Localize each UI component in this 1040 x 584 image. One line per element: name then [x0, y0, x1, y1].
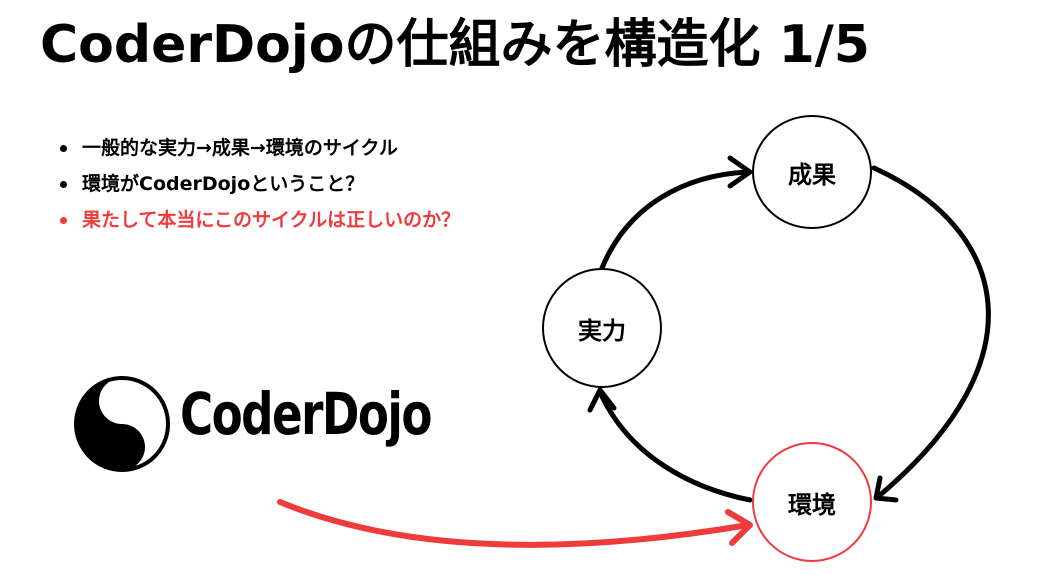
arrow-result-to-environment — [871, 165, 991, 498]
cycle-node-environment: 環境 — [752, 442, 872, 562]
cycle-node-result: 成果 — [752, 115, 872, 229]
arrow-ability-to-result — [599, 169, 751, 271]
arrowhead-icon — [873, 475, 899, 503]
bullet-item-environment-question: 環境がCoderDojoということ？ — [58, 166, 528, 202]
cycle-node-label: 成果 — [788, 160, 836, 189]
arrowhead-icon — [587, 387, 617, 413]
logo-wordmark: CoderDojo — [180, 380, 432, 448]
bullet-text: 環境がCoderDojoということ？ — [82, 173, 365, 195]
bullet-dot-icon — [60, 145, 67, 152]
cycle-node-label: 実力 — [578, 316, 626, 345]
cycle-node-ability: 実力 — [542, 268, 662, 388]
bullet-dot-icon — [60, 217, 67, 224]
cycle-node-label: 環境 — [788, 490, 836, 519]
arrowhead-icon — [727, 155, 753, 189]
arrowhead-icon — [725, 509, 753, 546]
bullet-dot-icon — [60, 181, 67, 188]
arrow-environment-to-ability — [597, 389, 753, 503]
bullet-list: 一般的な実力→成果→環境のサイクル 環境がCoderDojoということ？ 果たし… — [58, 130, 528, 238]
bullet-item-general-cycle: 一般的な実力→成果→環境のサイクル — [58, 130, 528, 166]
arrow-logo-to-environment — [277, 499, 751, 548]
coderdojo-logo: CoderDojo — [72, 374, 452, 474]
slide-title: CoderDojoの仕組みを構造化 1/5 — [40, 15, 870, 75]
bullet-item-cycle-doubt: 果たして本当にこのサイクルは正しいのか？ — [58, 202, 528, 238]
bullet-text: 一般的な実力→成果→環境のサイクル — [82, 137, 398, 159]
bullet-text: 果たして本当にこのサイクルは正しいのか？ — [82, 209, 461, 231]
yin-yang-logo-icon — [74, 376, 170, 472]
